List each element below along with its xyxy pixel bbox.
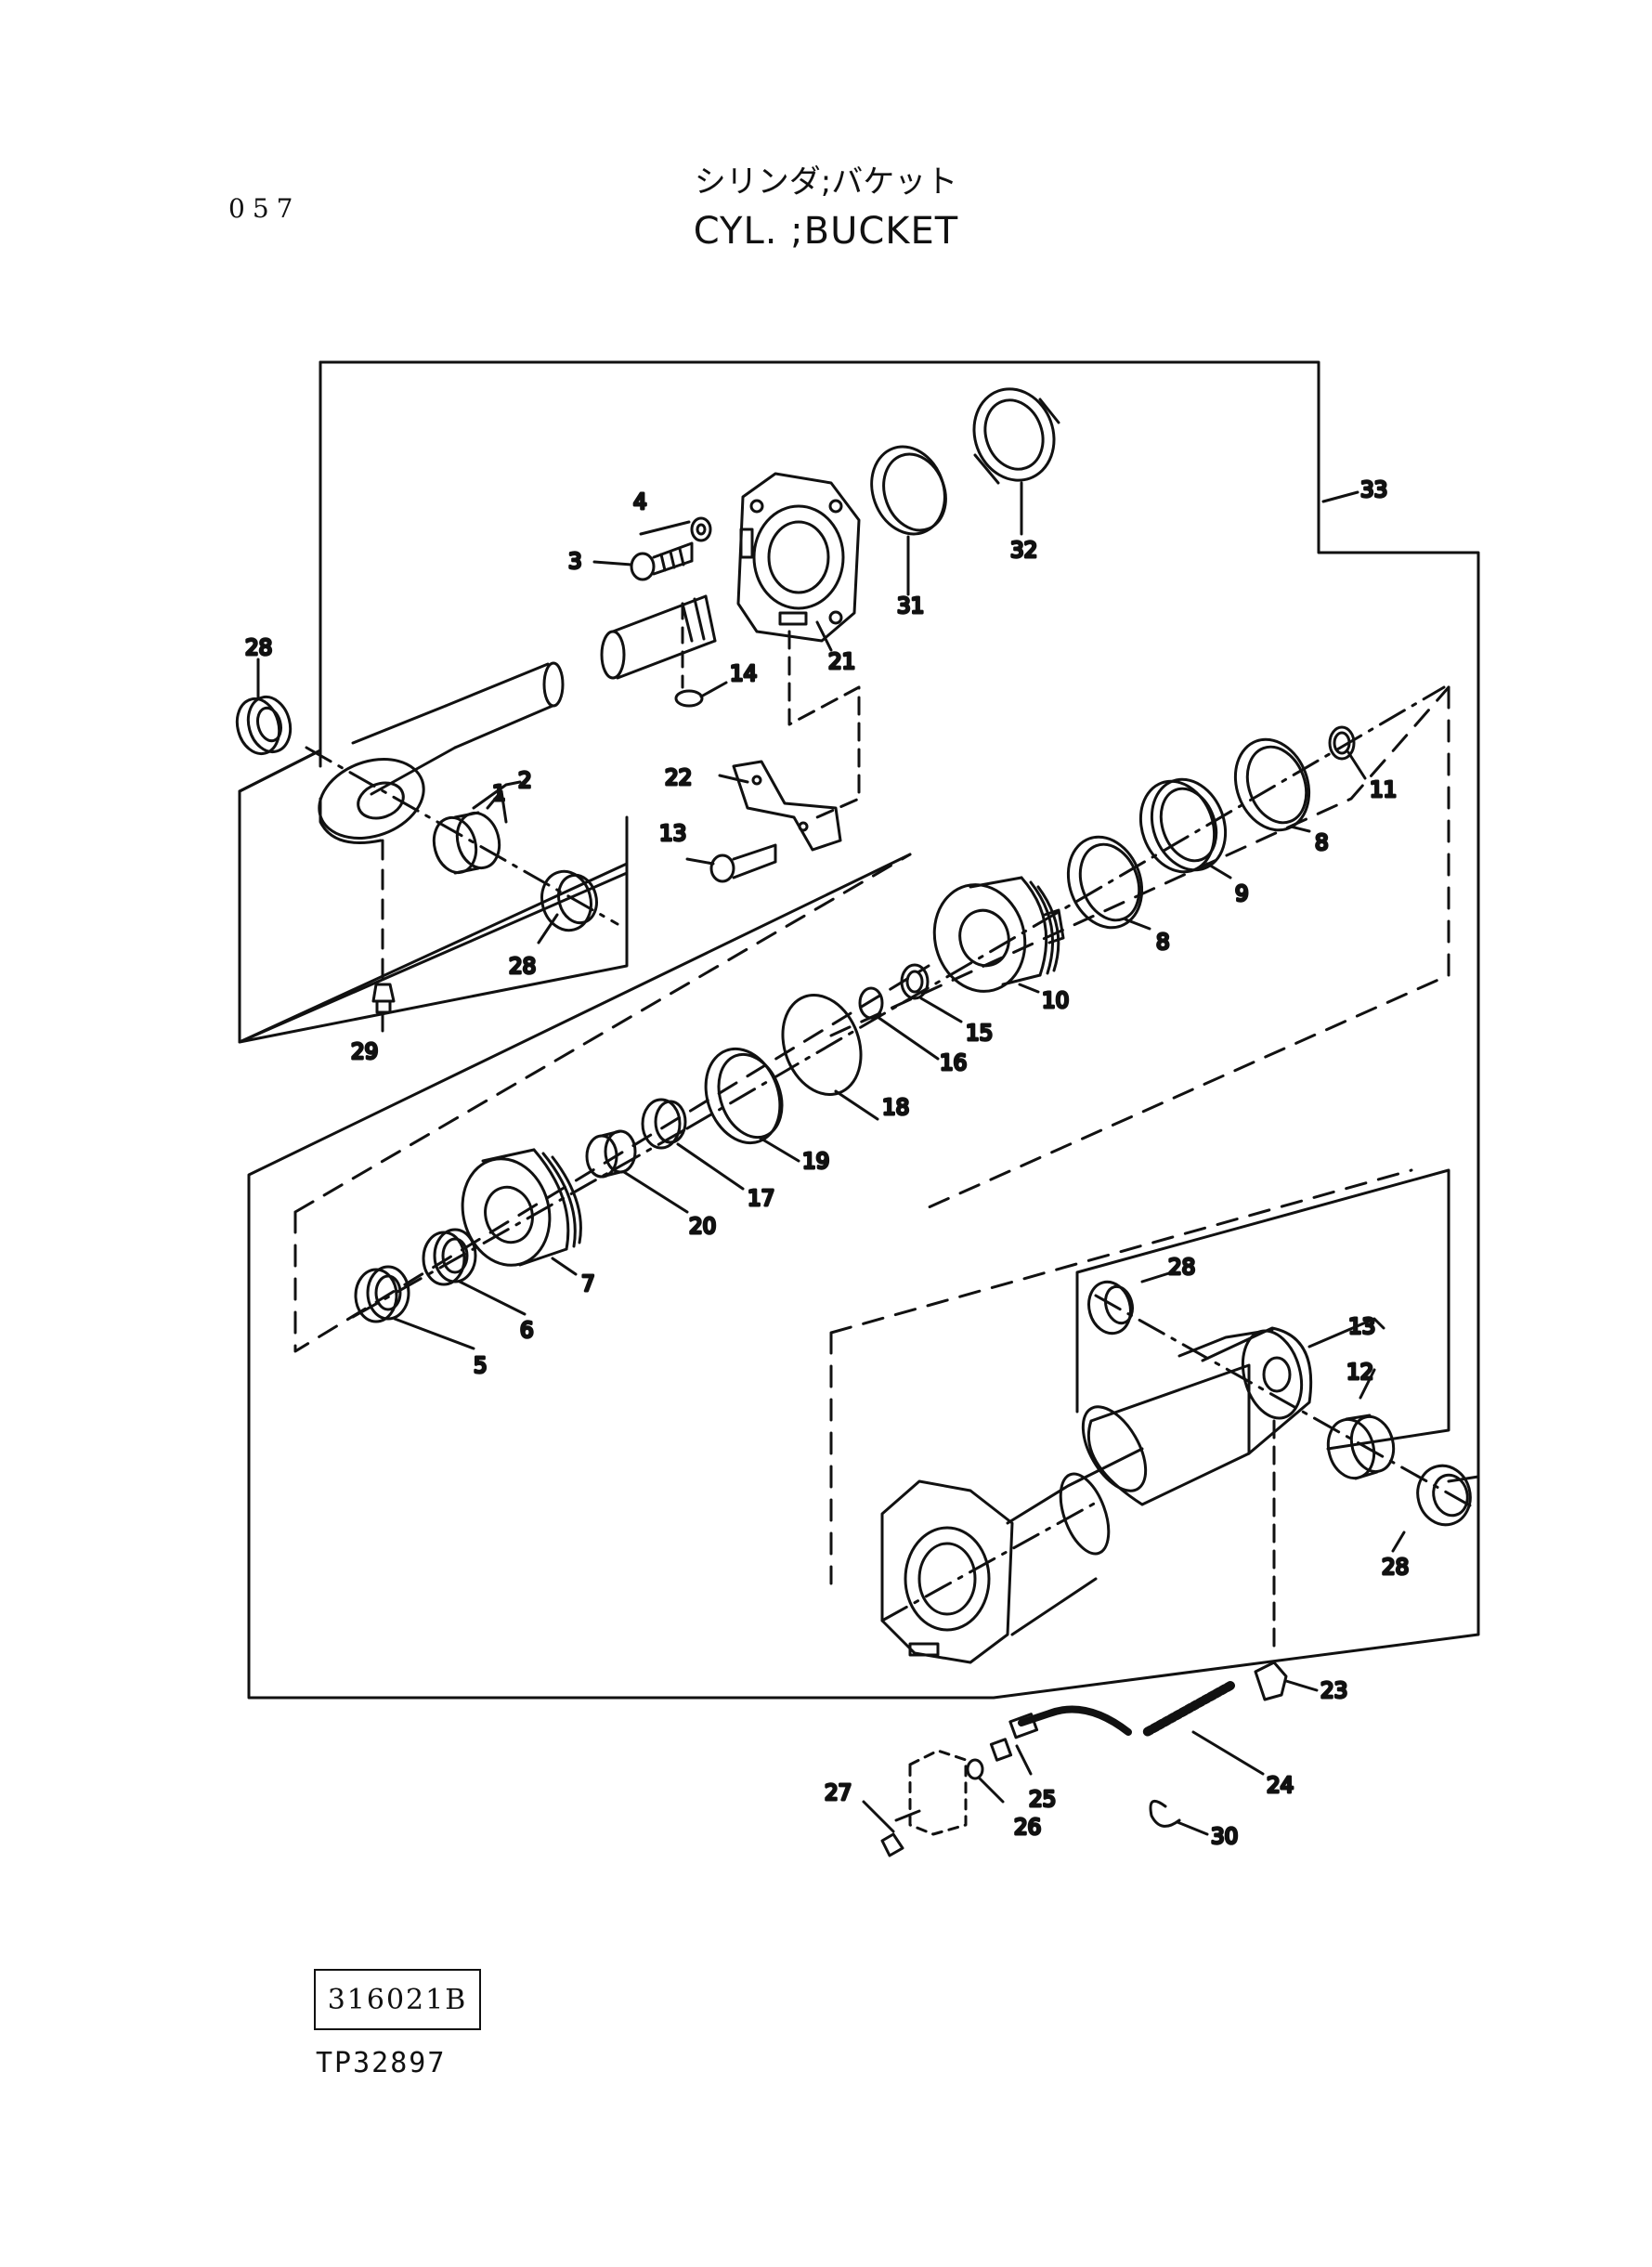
rod-bushing-box (238, 749, 629, 1044)
callout-28-tube-lower: 28 (1382, 1556, 1409, 1580)
part-5-dust-seal (354, 1265, 410, 1323)
part-20-bushing (585, 1129, 637, 1179)
centerline-rodhead (351, 1127, 689, 1319)
part-9-piston-seal (1138, 777, 1228, 874)
callout-32: 32 (1010, 539, 1037, 563)
part-23-elbow-fitting (1254, 1661, 1288, 1701)
part-8-wear-ring-upper (1233, 737, 1311, 832)
callout-28-upper-left: 28 (245, 636, 272, 660)
callout-15: 15 (966, 1022, 993, 1046)
part-25-adapter (989, 1738, 1013, 1762)
part-4-washer (690, 516, 712, 542)
part-29-grease-fitting (371, 983, 396, 1014)
catalog-code-box: 316021B (314, 1969, 481, 2030)
callout-12: 12 (1346, 1361, 1373, 1385)
callout-4: 4 (633, 490, 647, 515)
callout-2: 2 (518, 769, 532, 793)
part-10-piston (932, 876, 1065, 993)
boundary-left-upper (238, 360, 629, 1044)
leader-lines (256, 481, 1406, 1836)
part-2-piston-rod (318, 594, 717, 844)
part-21-rod-cover-flange (736, 472, 861, 643)
callout-29: 29 (351, 1040, 378, 1064)
part-14-lock-key (674, 602, 704, 708)
callout-6: 6 (520, 1319, 534, 1343)
callout-19: 19 (802, 1150, 829, 1174)
callout-16: 16 (940, 1051, 967, 1075)
callout-5: 5 (474, 1354, 488, 1378)
callout-17: 17 (748, 1187, 774, 1211)
callout-28-lower-left: 28 (509, 955, 536, 979)
callout-14: 14 (730, 662, 757, 686)
callout-9: 9 (1235, 882, 1249, 906)
callout-11: 11 (1370, 778, 1397, 802)
callout-25: 25 (1029, 1788, 1056, 1812)
part-17-seal (641, 1098, 687, 1150)
part-7-rod-head (461, 1148, 582, 1267)
callout-28-tube-upper: 28 (1168, 1256, 1195, 1280)
callout-31: 31 (897, 594, 924, 619)
part-27-grease-nipple-and-bracket (880, 1749, 968, 1857)
centerline-tube-lower (880, 1501, 1098, 1622)
callout-8-upper: 8 (1315, 831, 1329, 855)
piston-group-dashed-2 (829, 685, 1450, 1037)
callout-20: 20 (689, 1215, 716, 1239)
part-19-backup-ring (704, 1047, 784, 1145)
centerline-rod (305, 746, 619, 926)
title-english: CYL. ;BUCKET (693, 210, 959, 253)
callout-26: 26 (1014, 1816, 1041, 1840)
callout-24: 24 (1267, 1774, 1294, 1798)
part-28-dust-seal-tube-upper (1087, 1280, 1134, 1335)
part-13-bolt-upper (709, 843, 777, 883)
callout-27: 27 (825, 1781, 852, 1805)
callout-33: 33 (1360, 478, 1387, 502)
reference-code: TP32897 (316, 2047, 447, 2079)
part-16-o-ring (858, 986, 884, 1020)
part-1-bushing (432, 811, 501, 875)
callout-10: 10 (1042, 989, 1069, 1013)
part-18-o-ring-large (781, 994, 863, 1096)
part-24-hose (1008, 1681, 1235, 1739)
leader-dashed-21-22 (787, 630, 861, 819)
part-31-seal-ring (870, 445, 947, 536)
callout-13-upper: 13 (659, 822, 686, 846)
tube-group-dashed (829, 1168, 1413, 1585)
part-22-lock-plate (732, 760, 842, 852)
cylinder-body-flange (880, 1447, 1144, 1664)
centerline-piston (685, 685, 1446, 1130)
callout-23: 23 (1320, 1679, 1347, 1703)
callout-8-lower: 8 (1156, 931, 1170, 955)
part-8-wear-ring-lower (1066, 835, 1144, 930)
part-32-dust-cover (972, 387, 1060, 485)
callout-18: 18 (882, 1096, 909, 1120)
part-15-seal (900, 963, 930, 1000)
callout-22: 22 (665, 766, 692, 790)
part-3-bolt (630, 541, 694, 581)
leader-33 (1321, 490, 1359, 503)
callout-1: 1 (492, 782, 506, 806)
piston-group-dashed (293, 685, 1450, 1353)
callout-30: 30 (1211, 1825, 1238, 1849)
callout-21: 21 (828, 650, 855, 674)
page-number: 057 (228, 193, 301, 224)
title-japanese: シリンダ;バケット (694, 163, 958, 201)
part-28-dust-seal-upper-left (235, 695, 293, 756)
part-26-nut (966, 1758, 984, 1780)
part-28-dust-seal-tube-lower (1416, 1464, 1472, 1527)
part-6-u-ring (422, 1228, 477, 1286)
part-30-clip (1149, 1799, 1181, 1828)
part-28-dust-seal-lower-left (540, 869, 598, 932)
callout-13-tube: 13 (1348, 1315, 1375, 1339)
centerline-tube-upper (1094, 1294, 1478, 1511)
callout-3: 3 (568, 550, 582, 574)
part-12-bushing (1326, 1414, 1396, 1480)
tube-bushing-box (1075, 1168, 1450, 1451)
callout-7: 7 (581, 1272, 595, 1296)
boundary-33 (247, 360, 1480, 1700)
